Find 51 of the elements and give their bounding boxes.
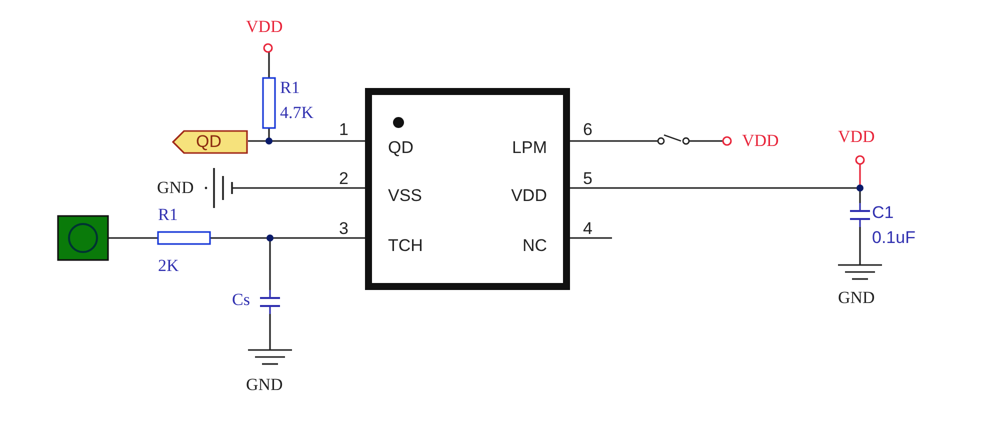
pin-number: 3 <box>339 220 348 237</box>
wire <box>269 314 271 350</box>
part-label: Cs <box>232 291 250 308</box>
wire <box>570 237 612 239</box>
pin-name: NC <box>522 237 547 254</box>
net-label: GND <box>838 289 875 306</box>
power-terminal <box>855 155 865 165</box>
touch-pad-icon <box>57 215 109 261</box>
junction-dot <box>266 234 274 242</box>
pin-number: 4 <box>583 220 592 237</box>
resistor-symbol <box>157 231 211 245</box>
part-label: C1 <box>872 204 894 221</box>
part-label: R1 <box>158 206 178 223</box>
net-label: VDD <box>838 128 875 145</box>
net-label: VDD <box>246 18 283 35</box>
part-value: 2K <box>158 257 179 274</box>
junction-dot <box>856 184 864 192</box>
pin-number: 6 <box>583 121 592 138</box>
wire <box>859 227 861 265</box>
pin-name: VSS <box>388 187 422 204</box>
wire <box>108 237 158 239</box>
pin-name: VDD <box>511 187 547 204</box>
pin-name: QD <box>388 139 414 156</box>
part-value: 4.7K <box>280 104 314 121</box>
port-name: QD <box>196 133 222 150</box>
wire <box>268 51 270 78</box>
part-value: 0.1uF <box>872 229 916 246</box>
ground-symbol <box>838 264 882 280</box>
pin-number: 1 <box>339 121 348 138</box>
pin-name: TCH <box>388 237 423 254</box>
ground-symbol <box>248 349 292 365</box>
ground-symbol <box>204 168 233 208</box>
pin-number: 2 <box>339 170 348 187</box>
power-terminal <box>263 43 273 53</box>
ic-chip <box>365 88 570 290</box>
capacitor-symbol <box>260 290 280 314</box>
power-terminal <box>722 136 732 146</box>
port-tag <box>172 130 248 154</box>
junction-dot <box>266 138 272 144</box>
switch-symbol <box>657 134 690 145</box>
wire <box>689 140 723 142</box>
net-label: GND <box>246 376 283 393</box>
part-label: R1 <box>280 79 300 96</box>
wire <box>570 140 658 142</box>
pin-number: 5 <box>583 170 592 187</box>
capacitor-symbol <box>850 203 870 227</box>
net-label: VDD <box>742 132 779 149</box>
resistor-symbol <box>262 77 276 129</box>
net-label: GND <box>157 179 194 196</box>
wire <box>232 187 365 189</box>
pin-name: LPM <box>512 139 547 156</box>
